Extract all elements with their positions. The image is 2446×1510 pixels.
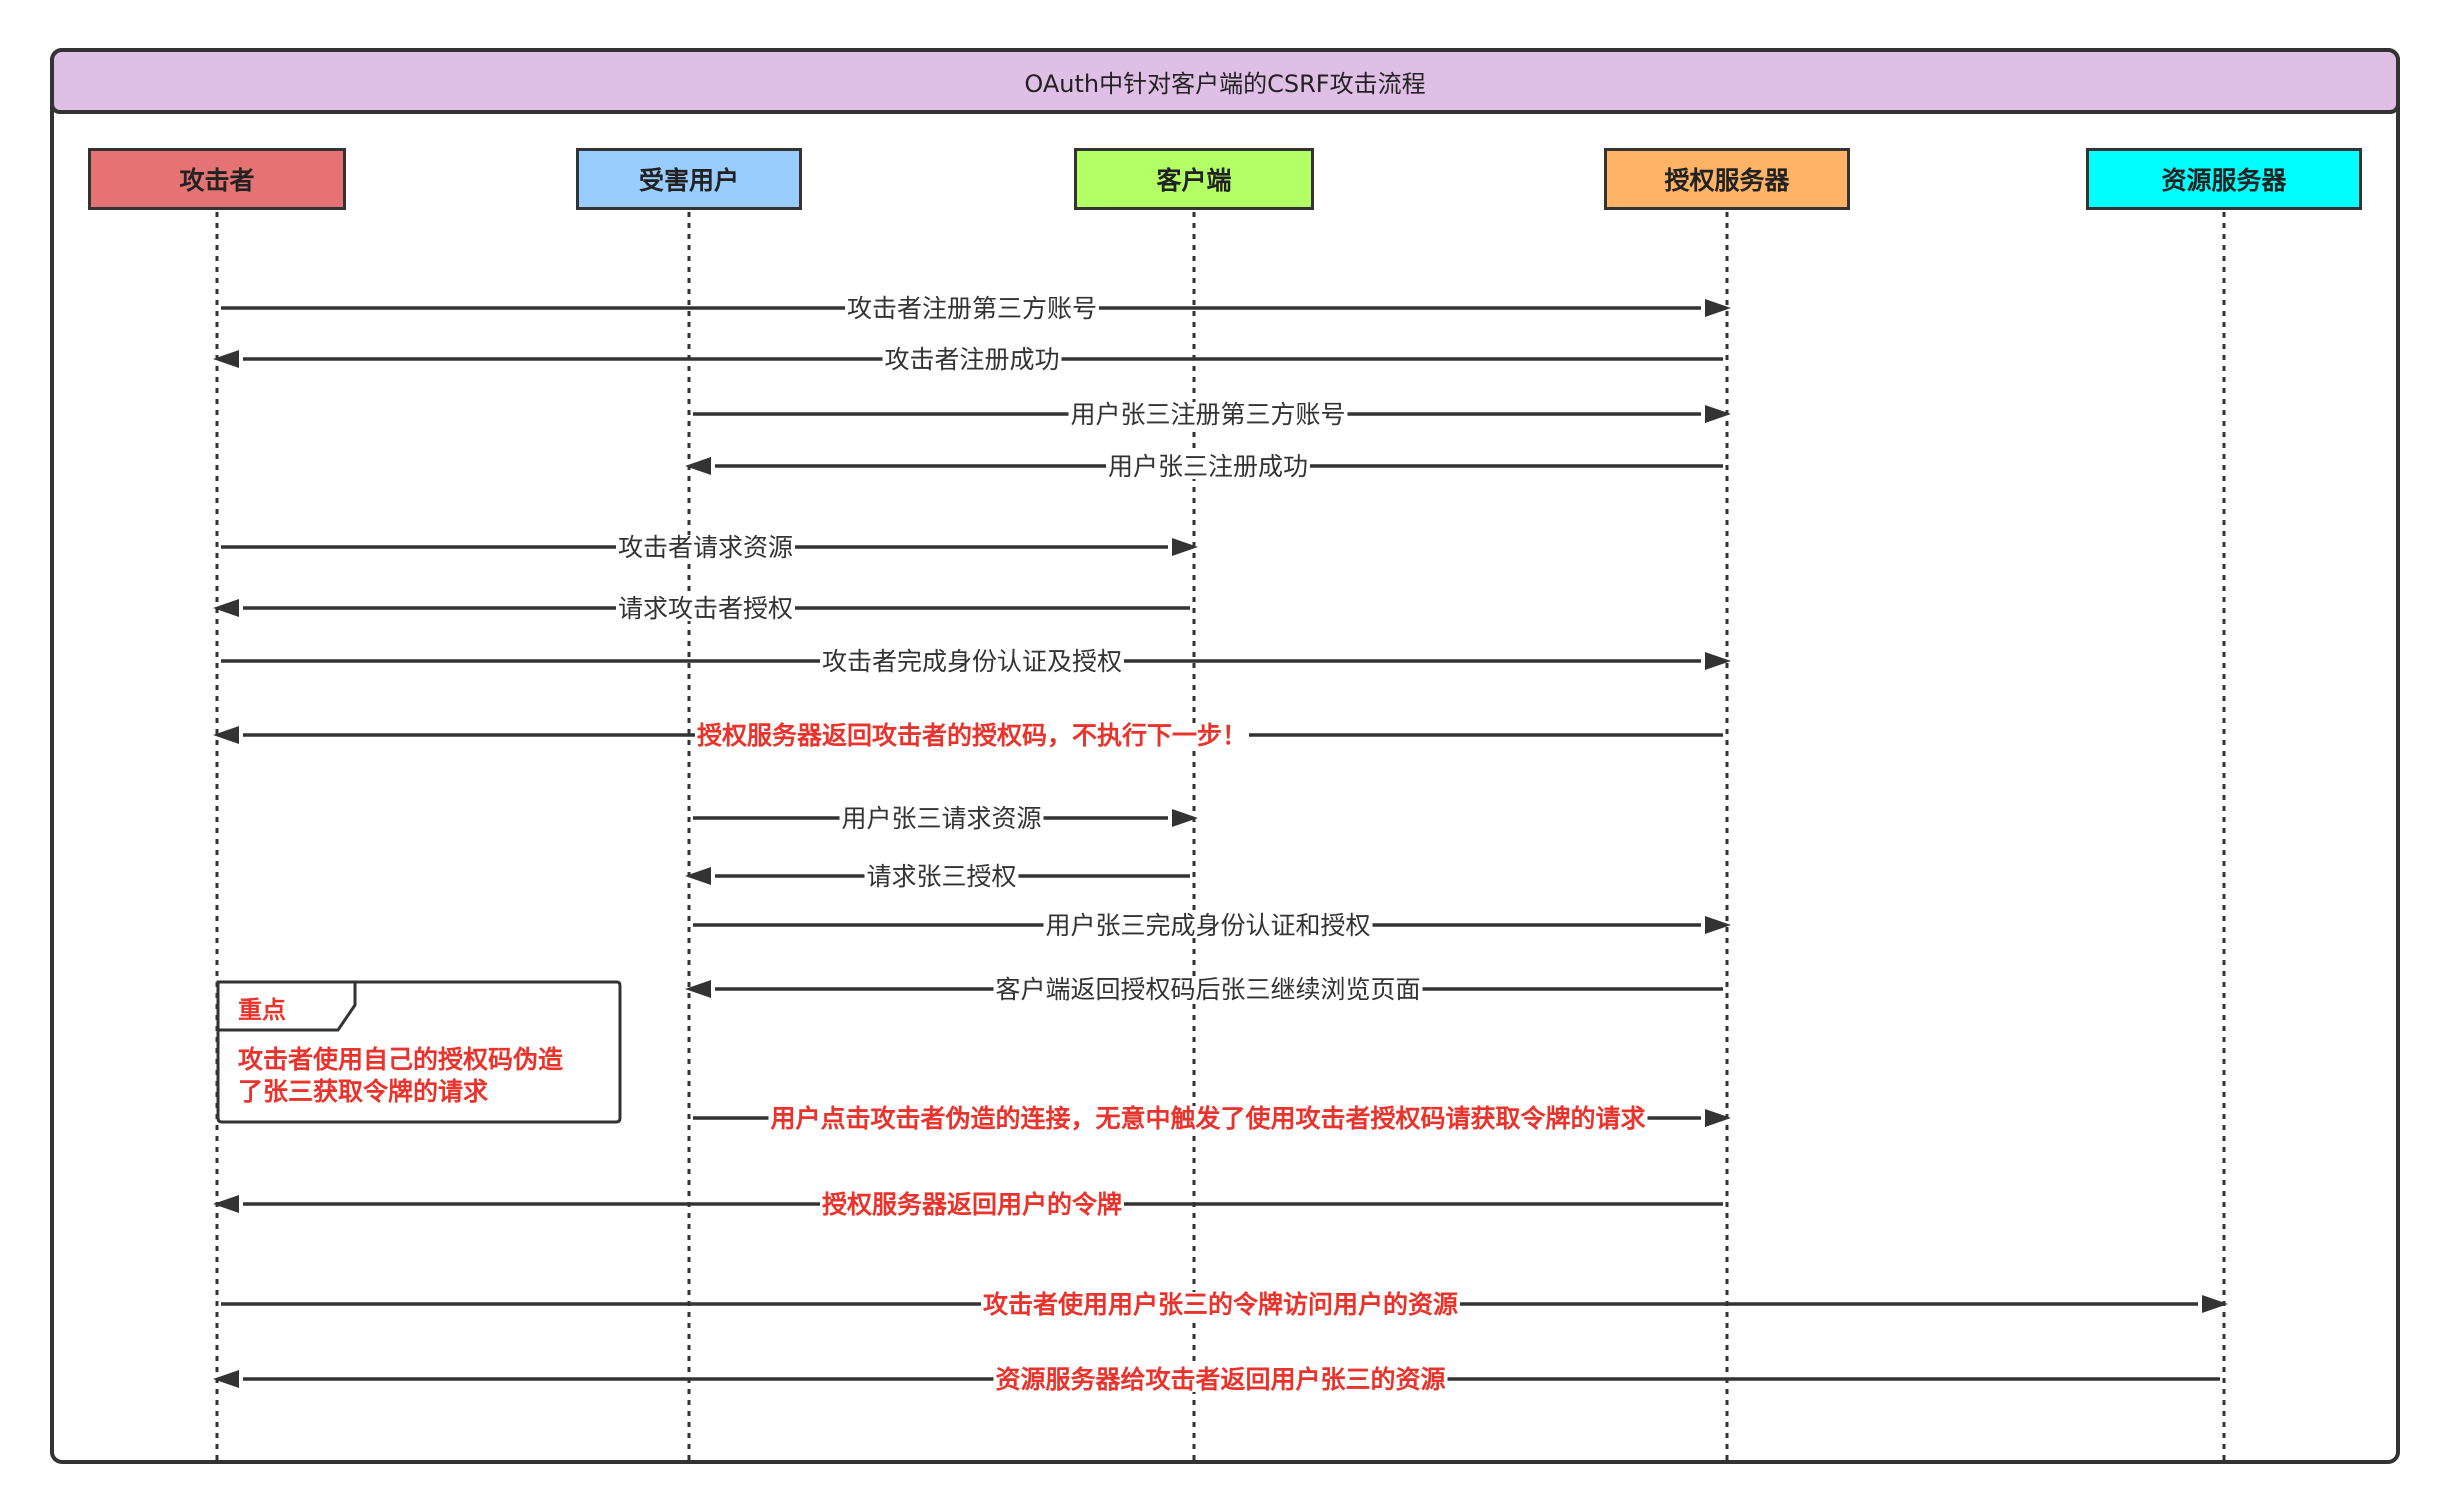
arrowhead [213, 350, 239, 368]
participant-label: 客户端 [1156, 166, 1232, 195]
arrowhead [1705, 916, 1731, 934]
diagram-title: OAuth中针对客户端的CSRF攻击流程 [50, 48, 2400, 114]
participant-resource-server: 资源服务器 [2086, 148, 2362, 210]
message-3: 用户张三注册第三方账号 [693, 400, 1731, 429]
arrowhead [1705, 1109, 1731, 1127]
participant-label: 资源服务器 [2161, 166, 2287, 195]
participant-label: 受害用户 [638, 166, 739, 195]
message-label: 用户张三请求资源 [841, 804, 1041, 833]
arrowhead [1172, 538, 1198, 556]
message-label-bg [615, 535, 796, 560]
message-label-bg [993, 977, 1423, 1002]
message-label-bg [819, 1192, 1125, 1217]
message-12: 客户端返回授权码后张三继续浏览页面 [685, 975, 1723, 1004]
message-5: 攻击者请求资源 [221, 533, 1198, 562]
arrowhead [685, 457, 711, 475]
message-2: 攻击者注册成功 [213, 345, 1723, 374]
message-label-bg [694, 723, 1250, 748]
message-4: 用户张三注册成功 [685, 452, 1723, 481]
message-14: 授权服务器返回用户的令牌 [213, 1190, 1723, 1219]
message-label-bg [768, 1106, 1648, 1131]
message-label: 用户张三注册第三方账号 [1070, 400, 1345, 429]
message-16: 资源服务器给攻击者返回用户张三的资源 [213, 1365, 2220, 1394]
arrowhead [213, 1195, 239, 1213]
message-label: 攻击者注册第三方账号 [847, 294, 1097, 323]
arrowhead [213, 1370, 239, 1388]
message-label-bg [615, 596, 796, 621]
arrowhead [1705, 652, 1731, 670]
message-1: 攻击者注册第三方账号 [221, 294, 1731, 323]
note-tag: 重点 [238, 996, 286, 1024]
message-6: 请求攻击者授权 [213, 594, 1190, 623]
note-line-2: 了张三获取令牌的请求 [238, 1077, 488, 1106]
message-label: 客户端返回授权码后张三继续浏览页面 [995, 975, 1420, 1004]
message-label: 攻击者完成身份认证及授权 [822, 647, 1122, 676]
arrowhead [1705, 299, 1731, 317]
message-7: 攻击者完成身份认证及授权 [221, 647, 1731, 676]
message-label-bg [844, 296, 1100, 321]
message-label-bg [882, 347, 1062, 372]
diagram-title-text: OAuth中针对客户端的CSRF攻击流程 [1024, 69, 1426, 98]
message-label: 资源服务器给攻击者返回用户张三的资源 [995, 1365, 1445, 1394]
message-label: 攻击者请求资源 [618, 533, 793, 562]
arrowhead [213, 599, 239, 617]
message-label: 授权服务器返回攻击者的授权码，不执行下一步！ [697, 721, 1247, 750]
arrowhead [1705, 405, 1731, 423]
participant-attacker: 攻击者 [88, 148, 346, 210]
arrowhead [2202, 1295, 2228, 1313]
participant-label: 授权服务器 [1664, 166, 1790, 195]
message-8: 授权服务器返回攻击者的授权码，不执行下一步！ [213, 721, 1723, 750]
message-label: 授权服务器返回用户的令牌 [822, 1190, 1122, 1219]
message-label-bg [993, 1367, 1448, 1392]
message-label-bg [819, 649, 1125, 674]
message-11: 用户张三完成身份认证和授权 [693, 911, 1731, 940]
message-label-bg [980, 1292, 1461, 1317]
message-label: 请求攻击者授权 [618, 594, 793, 623]
message-15: 攻击者使用用户张三的令牌访问用户的资源 [221, 1290, 2228, 1319]
participant-victim: 受害用户 [576, 148, 802, 210]
message-label-bg [839, 806, 1044, 831]
note-line-1: 攻击者使用自己的授权码伪造 [238, 1045, 563, 1074]
arrowhead [1172, 809, 1198, 827]
participant-client: 客户端 [1074, 148, 1314, 210]
message-label-bg [1105, 454, 1311, 479]
message-9: 用户张三请求资源 [693, 804, 1198, 833]
message-label-bg [1068, 402, 1348, 427]
arrowhead [213, 726, 239, 744]
message-label: 攻击者注册成功 [884, 345, 1059, 374]
message-label: 请求张三授权 [866, 862, 1016, 891]
message-label: 用户张三完成身份认证和授权 [1045, 911, 1370, 940]
message-label-bg [864, 864, 1019, 889]
message-label: 用户张三注册成功 [1108, 452, 1308, 481]
participant-label: 攻击者 [179, 166, 255, 195]
participant-auth-server: 授权服务器 [1604, 148, 1850, 210]
message-13: 用户点击攻击者伪造的连接，无意中触发了使用攻击者授权码请获取令牌的请求 [693, 1104, 1731, 1133]
message-label: 用户点击攻击者伪造的连接，无意中触发了使用攻击者授权码请获取令牌的请求 [770, 1104, 1645, 1133]
message-10: 请求张三授权 [685, 862, 1190, 891]
message-label: 攻击者使用用户张三的令牌访问用户的资源 [983, 1290, 1458, 1319]
arrowhead [685, 980, 711, 998]
arrowhead [685, 867, 711, 885]
message-label-bg [1043, 913, 1373, 938]
note-box: 重点 攻击者使用自己的授权码伪造 了张三获取令牌的请求 [216, 980, 622, 1124]
